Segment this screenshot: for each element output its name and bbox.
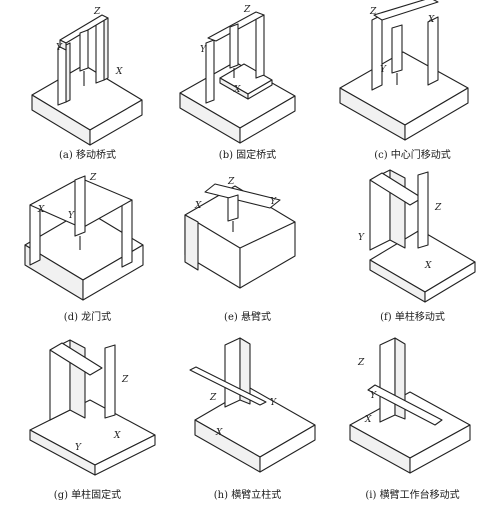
y-axis-label: Y [358,233,365,243]
horizontal-arm-drawing: Z Y X [189,337,316,473]
z-axis-label: Z [209,393,217,403]
x-axis-label: X [427,15,435,25]
z-axis-label: Z [357,358,365,368]
caption-a: (a) 移动桥式 [59,150,116,161]
y-axis-label: Y [56,43,63,53]
single-column-moving-drawing: Z Y X [358,169,476,303]
y-axis-label: Y [68,211,75,221]
caption-g: (g) 单柱固定式 [53,490,122,501]
panel-d: Z Y X (d) 龙门式 [10,170,165,340]
x-axis-label: X [194,201,202,211]
gantry-drawing: Z Y X [24,173,144,301]
central-gantry-drawing: Z Y X [339,0,469,141]
y-axis-label: Y [370,391,377,401]
panel-b: Z Y X (b) 固定桥式 [170,0,325,170]
y-axis-label: Y [200,45,207,55]
cantilever-drawing: Z Y X [184,177,296,289]
panel-a: Z Y X (a) 移动桥式 [10,0,165,170]
z-axis-label: Z [243,5,251,15]
x-axis-label: X [364,415,372,425]
panel-c: Z Y X (c) 中心门移动式 [330,0,495,170]
z-axis-label: Z [93,7,101,17]
z-axis-label: Z [227,177,235,187]
caption-b: (b) 固定桥式 [218,150,277,161]
x-axis-label: X [424,261,432,271]
moving-bridge-drawing: Z Y X [31,7,143,146]
y-axis-label: Y [270,197,277,207]
fixed-bridge-drawing: Z Y X [179,5,296,144]
x-axis-label: X [115,67,123,77]
x-axis-label: X [37,205,45,215]
y-axis-label: Y [270,398,277,408]
caption-f: (f) 单柱移动式 [380,312,445,323]
y-axis-label: Y [75,443,82,453]
z-axis-label: Z [121,375,129,385]
panel-h: Z Y X (h) 横臂立柱式 [170,337,325,510]
x-axis-label: X [215,428,223,438]
z-axis-label: Z [434,203,442,213]
caption-c: (c) 中心门移动式 [374,150,451,161]
x-axis-label: X [233,85,241,95]
panel-e: Z Y X (e) 悬臂式 [170,170,325,340]
z-axis-label: Z [89,173,97,183]
caption-h: (h) 横臂立柱式 [213,490,282,501]
x-axis-label: X [113,431,121,441]
panel-i: Z Y X (i) 横臂工作台移动式 [330,337,495,510]
caption-d: (d) 龙门式 [63,312,112,323]
panel-g: Z Y X (g) 单柱固定式 [10,339,165,510]
z-axis-label: Z [369,7,377,17]
y-axis-label: Y [380,65,387,75]
panel-f: Z Y X (f) 单柱移动式 [330,169,495,340]
single-column-fixed-drawing: Z Y X [29,339,156,476]
arm-moving-table-drawing: Z Y X [349,337,471,474]
caption-i: (i) 横臂工作台移动式 [365,490,460,501]
caption-e: (e) 悬臂式 [224,312,271,323]
